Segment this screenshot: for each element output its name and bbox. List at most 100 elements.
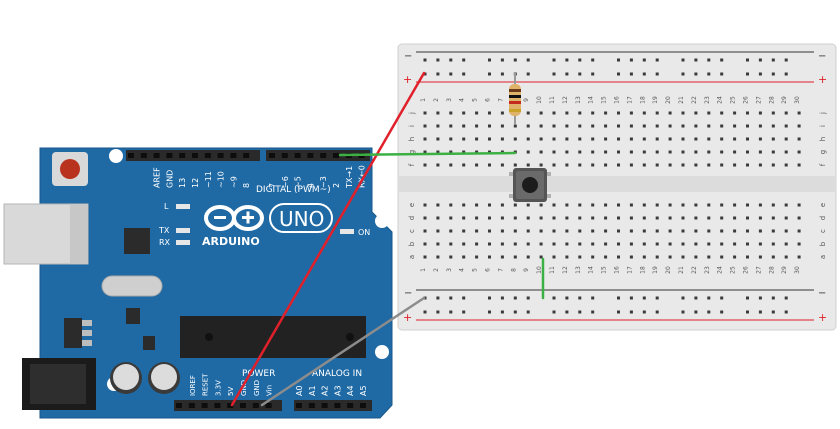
- terminal-hole[interactable]: [771, 124, 775, 128]
- terminal-hole[interactable]: [694, 255, 698, 259]
- terminal-hole[interactable]: [733, 229, 737, 233]
- rail-hole[interactable]: [720, 310, 724, 314]
- rail-hole[interactable]: [591, 296, 595, 300]
- terminal-hole[interactable]: [552, 150, 556, 154]
- terminal-hole[interactable]: [655, 163, 659, 167]
- terminal-hole[interactable]: [565, 229, 569, 233]
- terminal-hole[interactable]: [733, 242, 737, 246]
- terminal-hole[interactable]: [578, 255, 582, 259]
- terminal-hole[interactable]: [604, 150, 608, 154]
- terminal-hole[interactable]: [629, 150, 633, 154]
- terminal-hole[interactable]: [720, 163, 724, 167]
- terminal-hole[interactable]: [462, 124, 466, 128]
- header-socket[interactable]: [230, 153, 237, 158]
- terminal-hole[interactable]: [758, 203, 762, 207]
- header-socket[interactable]: [296, 403, 302, 408]
- rail-hole[interactable]: [436, 310, 440, 314]
- terminal-hole[interactable]: [578, 242, 582, 246]
- header-socket[interactable]: [214, 403, 221, 408]
- terminal-hole[interactable]: [475, 242, 479, 246]
- terminal-hole[interactable]: [526, 229, 530, 233]
- terminal-hole[interactable]: [668, 150, 672, 154]
- terminal-hole[interactable]: [565, 111, 569, 115]
- rail-hole[interactable]: [707, 58, 711, 62]
- terminal-hole[interactable]: [655, 203, 659, 207]
- terminal-hole[interactable]: [629, 216, 633, 220]
- terminal-hole[interactable]: [681, 163, 685, 167]
- terminal-hole[interactable]: [784, 137, 788, 141]
- rail-hole[interactable]: [488, 72, 491, 76]
- rail-hole[interactable]: [771, 58, 775, 62]
- terminal-hole[interactable]: [475, 216, 479, 220]
- terminal-hole[interactable]: [758, 242, 762, 246]
- terminal-hole[interactable]: [449, 242, 453, 246]
- terminal-hole[interactable]: [784, 255, 788, 259]
- pushbutton[interactable]: [509, 168, 551, 202]
- terminal-hole[interactable]: [604, 163, 608, 167]
- terminal-hole[interactable]: [436, 229, 440, 233]
- terminal-hole[interactable]: [797, 137, 801, 141]
- terminal-hole[interactable]: [746, 137, 749, 141]
- rail-hole[interactable]: [746, 310, 749, 314]
- rail-hole[interactable]: [449, 58, 453, 62]
- terminal-hole[interactable]: [655, 111, 659, 115]
- terminal-hole[interactable]: [423, 150, 427, 154]
- terminal-hole[interactable]: [668, 111, 672, 115]
- rail-hole[interactable]: [423, 72, 427, 76]
- terminal-hole[interactable]: [565, 216, 569, 220]
- rail-hole[interactable]: [681, 296, 685, 300]
- terminal-hole[interactable]: [513, 229, 517, 233]
- header-socket[interactable]: [333, 153, 339, 158]
- rail-hole[interactable]: [526, 310, 530, 314]
- terminal-hole[interactable]: [668, 137, 672, 141]
- terminal-hole[interactable]: [733, 255, 737, 259]
- terminal-hole[interactable]: [707, 242, 711, 246]
- terminal-hole[interactable]: [449, 255, 453, 259]
- header-socket[interactable]: [321, 403, 328, 408]
- terminal-hole[interactable]: [449, 163, 453, 167]
- terminal-hole[interactable]: [797, 124, 801, 128]
- terminal-hole[interactable]: [720, 242, 724, 246]
- rail-hole[interactable]: [591, 72, 595, 76]
- rail-hole[interactable]: [784, 58, 788, 62]
- header-socket[interactable]: [153, 153, 160, 158]
- terminal-hole[interactable]: [784, 150, 788, 154]
- terminal-hole[interactable]: [436, 111, 440, 115]
- terminal-hole[interactable]: [591, 163, 595, 167]
- terminal-hole[interactable]: [668, 124, 672, 128]
- terminal-hole[interactable]: [488, 111, 491, 115]
- header-socket[interactable]: [265, 403, 272, 408]
- terminal-hole[interactable]: [462, 111, 466, 115]
- terminal-hole[interactable]: [513, 216, 517, 220]
- terminal-hole[interactable]: [629, 229, 633, 233]
- terminal-hole[interactable]: [578, 203, 582, 207]
- rail-hole[interactable]: [423, 310, 427, 314]
- terminal-hole[interactable]: [591, 255, 595, 259]
- terminal-hole[interactable]: [617, 137, 620, 141]
- terminal-hole[interactable]: [513, 124, 517, 128]
- rail-hole[interactable]: [578, 72, 582, 76]
- terminal-hole[interactable]: [462, 150, 466, 154]
- terminal-hole[interactable]: [746, 216, 749, 220]
- terminal-hole[interactable]: [500, 137, 504, 141]
- terminal-hole[interactable]: [707, 255, 711, 259]
- rail-hole[interactable]: [488, 296, 491, 300]
- terminal-hole[interactable]: [475, 229, 479, 233]
- terminal-hole[interactable]: [694, 163, 698, 167]
- terminal-hole[interactable]: [423, 137, 427, 141]
- rail-hole[interactable]: [655, 296, 659, 300]
- terminal-hole[interactable]: [617, 216, 620, 220]
- terminal-hole[interactable]: [758, 163, 762, 167]
- rail-hole[interactable]: [526, 58, 530, 62]
- terminal-hole[interactable]: [681, 229, 685, 233]
- analog-header[interactable]: [294, 400, 372, 411]
- terminal-hole[interactable]: [423, 203, 427, 207]
- terminal-hole[interactable]: [526, 163, 530, 167]
- rail-hole[interactable]: [771, 310, 775, 314]
- terminal-hole[interactable]: [642, 137, 646, 141]
- digital-header[interactable]: [126, 150, 370, 161]
- terminal-hole[interactable]: [539, 111, 543, 115]
- terminal-hole[interactable]: [797, 203, 801, 207]
- terminal-hole[interactable]: [423, 163, 427, 167]
